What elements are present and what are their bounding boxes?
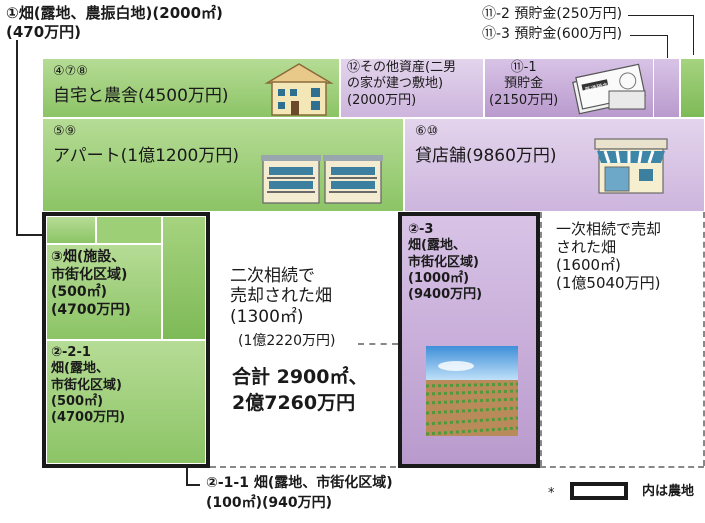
farm-2-3-block: ②-3 畑(露地、 市街化区域) (1000㎡) (9400万円) <box>398 212 540 468</box>
deposit-11-2-label: ⑪-2 預貯金(250万円) <box>482 6 623 22</box>
savings-11-2-subblock <box>653 58 654 118</box>
apartment-icon <box>261 155 383 204</box>
connector-line <box>667 35 668 65</box>
legend-asterisk: * <box>548 486 555 501</box>
connector-line <box>630 35 668 36</box>
connector-line <box>628 15 694 16</box>
legend-label: 内は農地 <box>642 484 695 499</box>
legend-frame-icon <box>570 482 628 500</box>
farm-3-block: ③畑(施設、 市街化区域) (500㎡) (4700万円) <box>46 244 162 340</box>
dashed-right-border <box>703 212 705 466</box>
other-asset-block: ⑫その他資産(二男 の家が建つ敷地) (2000万円) <box>340 58 484 118</box>
connector-line <box>186 484 200 486</box>
passbook-money-icon: 普通預金 <box>572 63 646 115</box>
savings-block: ⑪-1 預貯金 (2150万円) 普通預金 <box>484 58 680 118</box>
field1-label: ①畑(露地、農振白地)(2000㎡) <box>6 4 223 22</box>
home-label: 自宅と農舎(4500万円) <box>53 86 229 106</box>
farm-2-2-1-label: ②-2-1 畑(露地、 市街化区域) (500㎡) (4700万円) <box>51 345 126 425</box>
shop-icon <box>594 138 668 194</box>
shop-label: 貸店舗(9860万円) <box>415 146 557 166</box>
field1-value: (470万円) <box>6 23 82 41</box>
total-line2: 2億7260万円 <box>232 392 356 414</box>
connector-line <box>16 40 18 236</box>
dashed-bottom-border <box>540 466 704 468</box>
shop-number: ⑥⑩ <box>415 124 439 139</box>
deposit-11-3-block <box>680 58 705 118</box>
dashed-middle-line <box>358 343 398 345</box>
first-inheritance-sold-label: 一次相続で売却 された畑 (1600㎡) (1億5040万円) <box>556 220 662 292</box>
farm-2-1-1-label: ②-1-1 畑(露地、市街化区域) <box>206 475 393 491</box>
field-icon <box>426 346 518 436</box>
farm-3-side-block <box>162 216 206 340</box>
home-block: ④⑦⑧ 自宅と農舎(4500万円) <box>42 58 340 118</box>
apartment-label: アパート(1億1200万円) <box>53 146 240 166</box>
apartment-block: ⑤⑨ アパート(1億1200万円) <box>42 118 404 212</box>
home-number: ④⑦⑧ <box>53 64 88 79</box>
total-line1: 合計 2900㎡、 <box>232 366 368 388</box>
farm-3-side-divider <box>96 216 162 244</box>
deposit-11-3-label: ⑪-3 預貯金(600万円) <box>482 26 623 42</box>
farm-2-2-1-block: ②-2-1 畑(露地、 市街化区域) (500㎡) (4700万円) <box>46 340 206 464</box>
farm-1-1-1-block <box>46 216 96 244</box>
other-asset-label: ⑫その他資産(二男 の家が建つ敷地) (2000万円) <box>347 60 457 108</box>
farm-3-label: ③畑(施設、 市街化区域) (500㎡) (4700万円) <box>51 249 131 318</box>
dashed-bottom-border <box>210 466 396 468</box>
second-inheritance-sold-label: 二次相続で 売却された畑 (1300㎡) <box>230 266 332 327</box>
savings-label: ⑪-1 預貯金 (2150万円) <box>489 60 559 108</box>
house-icon <box>264 63 334 116</box>
dashed-divider <box>540 212 542 466</box>
shop-block: ⑥⑩ 貸店舗(9860万円) <box>404 118 705 212</box>
farm-2-1-1-value: (100㎡)(940万円) <box>206 495 333 511</box>
apartment-number: ⑤⑨ <box>53 124 77 139</box>
farm-2-3-label: ②-3 畑(露地、 市街化区域) (1000㎡) (9400万円) <box>408 222 483 302</box>
connector-line <box>693 15 694 55</box>
second-inheritance-sold-value: (1億2220万円) <box>236 333 338 351</box>
